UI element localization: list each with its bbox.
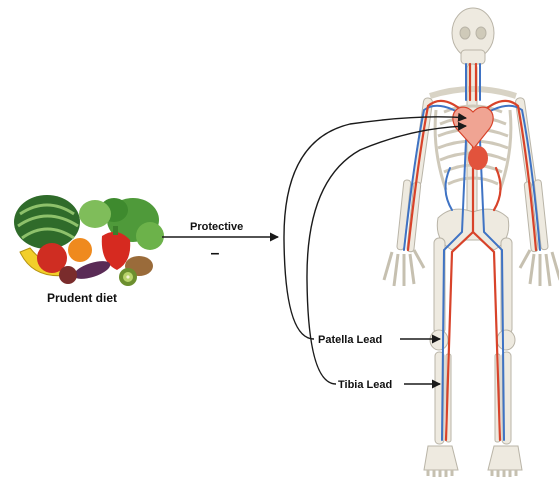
diet-label: Prudent diet — [47, 291, 117, 305]
human-skeleton-illustration — [384, 8, 559, 477]
watermelon-icon — [14, 195, 80, 249]
prudent-diet-illustration — [14, 195, 164, 286]
left-patella — [430, 330, 448, 350]
kiwi-icon — [119, 268, 137, 286]
tibia-lead-label: Tibia Lead — [338, 379, 392, 391]
negative-sign: – — [211, 245, 220, 262]
fig-icon — [59, 266, 77, 284]
aorta-icon — [468, 146, 488, 170]
right-patella — [497, 330, 515, 350]
patella-lead-label: Patella Lead — [318, 334, 382, 346]
orange-icon — [68, 238, 92, 262]
protective-label: Protective — [190, 221, 243, 233]
